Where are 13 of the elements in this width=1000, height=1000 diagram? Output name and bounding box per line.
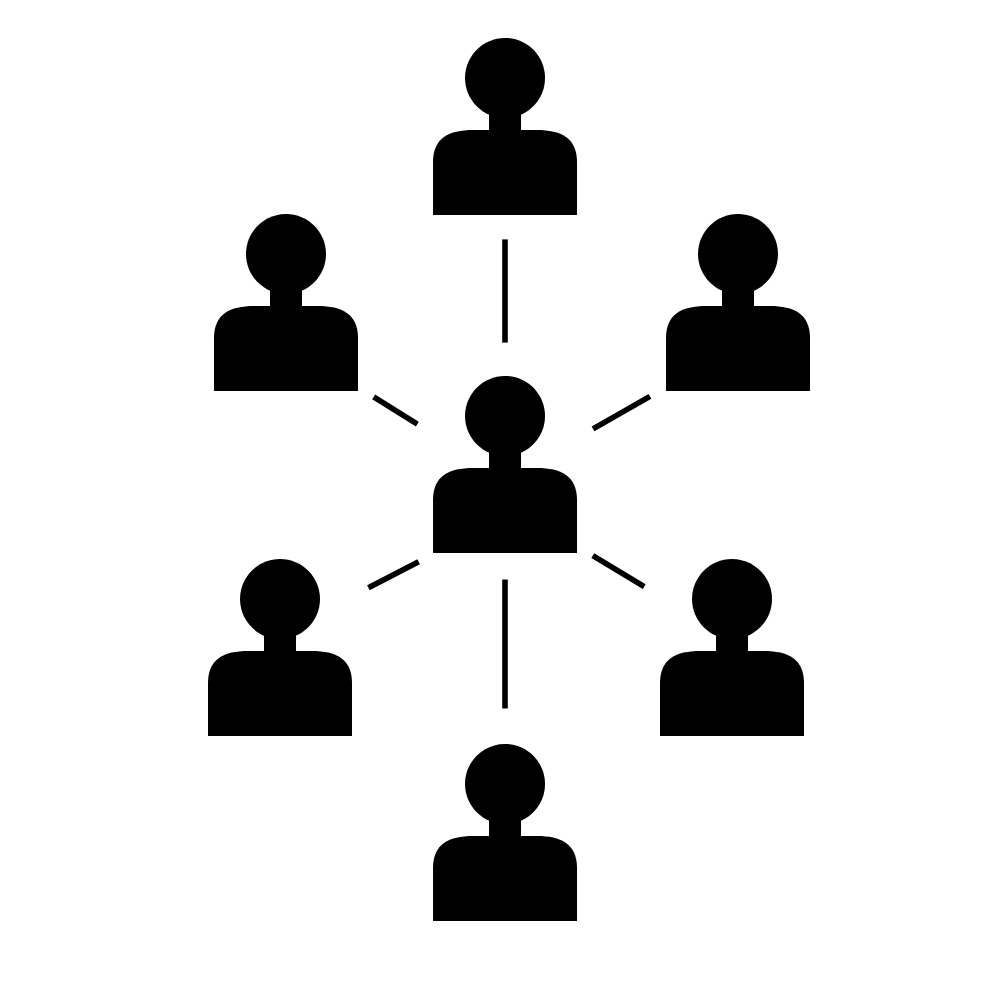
person-silhouette bbox=[208, 559, 352, 736]
connector-line bbox=[502, 579, 508, 709]
connector-line bbox=[591, 553, 646, 590]
person-silhouette bbox=[214, 214, 358, 391]
connector-line bbox=[591, 393, 652, 432]
connector-line bbox=[502, 239, 508, 343]
person-silhouette bbox=[433, 38, 577, 215]
connector-line bbox=[367, 559, 420, 591]
person-silhouette bbox=[666, 214, 810, 391]
connector-line bbox=[372, 394, 419, 427]
person-silhouette bbox=[433, 744, 577, 921]
person-silhouette bbox=[660, 559, 804, 736]
person-silhouette bbox=[433, 376, 577, 553]
